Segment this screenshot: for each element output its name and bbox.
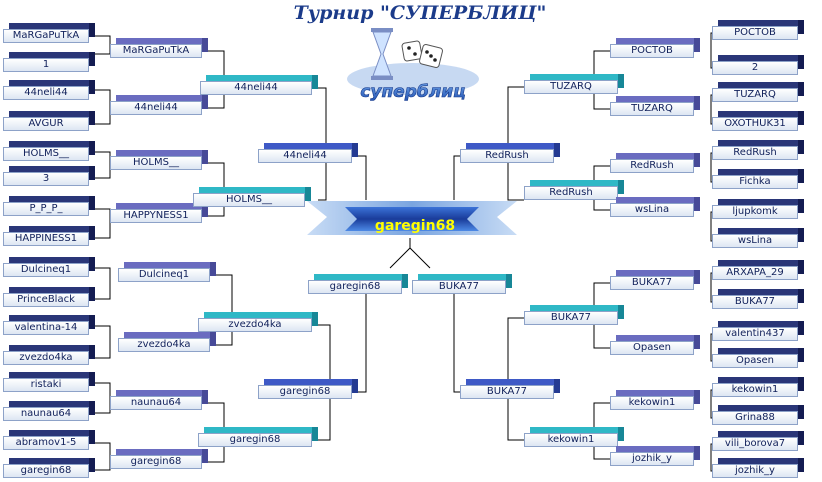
right-r1-player-7: ljupkomk [712,199,804,219]
right-r2-player-5: BUKA77 [610,270,700,290]
right-r3-player-4: kekowin1 [524,427,624,447]
left-r1-player-1: MaRGaPuTkA [3,23,95,43]
right-r4-player-2: BUKA77 [460,379,560,399]
left-r2-player-8: garegin68 [110,449,208,469]
right-r1-player-10: BUKA77 [712,289,804,309]
left-r1-player-9: Dulcineq1 [3,257,95,277]
left-r1-player-11: valentina-14 [3,315,95,335]
right-r3-player-1: TUZARQ [524,74,624,94]
right-r1-player-1: РОСТОВ [712,20,804,40]
left-r2-player-6: zvezdo4ka [118,332,216,352]
left-r2-player-7: naunau64 [110,390,208,410]
left-r2-player-3: HOLMS__ [110,150,208,170]
left-r4-player-1: 44neli44 [258,143,358,163]
left-r1-player-14: naunau64 [3,401,95,421]
left-r1-player-10: PrinceBlack [3,287,95,307]
right-r2-player-2: TUZARQ [610,96,700,116]
right-r3-player-2: RedRush [524,180,624,200]
left-r1-player-6: 3 [3,166,95,186]
left-r1-player-7: P_P_P_ [3,196,95,216]
left-r1-player-4: AVGUR [3,111,95,131]
final-left-player: garegin68 [308,274,408,294]
right-r2-player-8: jozhik_y [610,446,700,466]
right-r1-player-11: valentin437 [712,321,804,341]
tournament-title: Турнир "СУПЕРБЛИЦ" [293,2,547,24]
right-r1-player-9: ARXAPA_29 [712,260,804,280]
right-r1-player-8: wsLina [712,228,804,248]
left-r2-player-5: Dulcineq1 [118,262,216,282]
right-r1-player-12: Opasen [712,348,804,368]
right-r1-player-16: jozhik_y [712,458,804,478]
right-r1-player-6: Fichka [712,169,804,189]
left-r1-player-8: HAPPINESS1 [3,226,95,246]
left-r3-player-1: 44neli44 [200,75,318,95]
right-r1-player-2: 2 [712,55,804,75]
final-right-player: BUKA77 [412,274,512,294]
left-r3-player-2: HOLMS__ [193,187,311,207]
left-r3-player-3: zvezdo4ka [198,312,318,332]
right-r2-player-4: wsLina [610,197,700,217]
right-r1-player-3: TUZARQ [712,82,804,102]
right-r1-player-4: OXOTHUK31 [712,111,804,131]
left-r2-player-4: HAPPYNESS1 [110,203,208,223]
left-r1-player-5: HOLMS__ [3,141,95,161]
left-r1-player-2: 1 [3,52,95,72]
right-r4-player-1: RedRush [460,143,560,163]
superblitz-logo: суперблиц [347,28,479,102]
right-r1-player-14: Grina88 [712,405,804,425]
champion-banner [307,201,517,235]
left-r1-player-3: 44neli44 [3,80,95,100]
right-r1-player-13: kekowin1 [712,377,804,397]
logo-text: суперблиц [360,82,465,102]
right-r2-player-7: kekowin1 [610,390,700,410]
left-r2-player-2: 44neli44 [110,95,208,115]
right-r2-player-3: RedRush [610,153,700,173]
champion-name: garegin68 [374,218,456,234]
right-r2-player-6: Opasen [610,335,700,355]
right-r1-player-5: RedRush [712,140,804,160]
left-r2-player-1: MaRGaPuTkA [110,38,208,58]
left-r1-player-15: abramov1-5 [3,430,95,450]
right-r2-player-1: РОСТОВ [610,38,700,58]
left-r1-player-16: garegin68 [3,458,95,478]
right-r1-player-15: vili_borova7 [712,431,804,451]
left-r3-player-4: garegin68 [198,427,318,447]
left-r1-player-13: ristaki [3,372,95,392]
right-r3-player-3: BUKA77 [524,305,624,325]
left-r4-player-2: garegin68 [258,379,358,399]
left-r1-player-12: zvezdo4ka [3,345,95,365]
